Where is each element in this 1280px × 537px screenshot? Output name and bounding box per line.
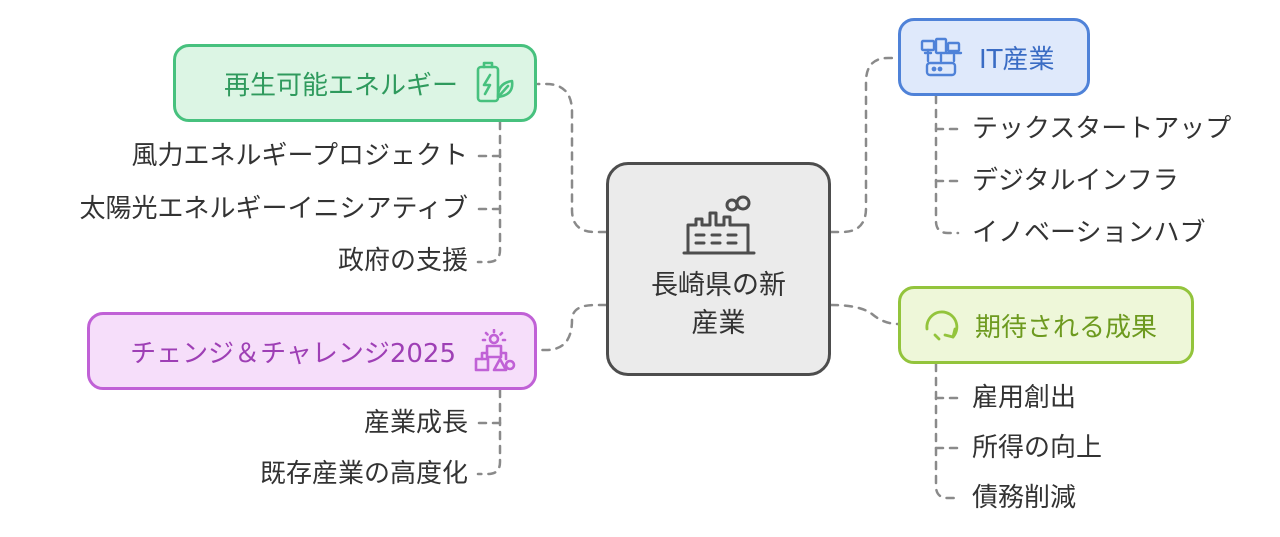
branch-label: 期待される成果 xyxy=(975,312,1158,343)
branch-change-and-challenge-2025[interactable]: チェンジ＆チャレンジ2025 xyxy=(87,312,537,390)
branch-expected-results[interactable]: 期待される成果 xyxy=(898,286,1194,364)
leaf-debt-reduction: 債務削減 xyxy=(972,483,1077,513)
leaf-wind-energy-project: 風力エネルギープロジェクト xyxy=(131,141,468,171)
leaf-advancement-of-existing-industries: 既存産業の高度化 xyxy=(259,459,468,489)
branch-label: 再生可能エネルギー xyxy=(223,70,458,101)
connector-it-leaves xyxy=(934,94,960,235)
eco-battery-icon xyxy=(476,61,514,103)
central-topic-line-1: 長崎県の新 xyxy=(651,270,786,301)
branch-it-industry[interactable]: IT産業 xyxy=(898,18,1090,96)
leaf-tech-startups: テックスタートアップ xyxy=(972,114,1232,144)
central-topic-line-2: 産業 xyxy=(691,308,746,339)
network-devices-icon xyxy=(920,37,963,77)
connector-energy-leaves xyxy=(476,120,502,264)
connector-change-leaves xyxy=(476,388,502,476)
connector-center-result xyxy=(829,303,900,326)
branch-label: IT産業 xyxy=(979,44,1055,75)
leaf-digital-infrastructure: デジタルインフラ xyxy=(972,166,1179,196)
circular-arrow-icon xyxy=(925,310,959,341)
branch-label: チェンジ＆チャレンジ2025 xyxy=(130,338,456,369)
factory-icon xyxy=(682,195,755,255)
idea-blocks-icon xyxy=(474,329,516,372)
central-topic-label: 長崎県の新 産業 xyxy=(651,267,786,343)
connector-center-energy xyxy=(536,82,608,234)
connector-result-leaves xyxy=(934,362,960,500)
connector-center-change xyxy=(536,303,608,352)
leaf-innovation-hub: イノベーションハブ xyxy=(972,218,1206,248)
branch-renewable-energy[interactable]: 再生可能エネルギー xyxy=(173,44,537,122)
central-topic-node[interactable]: 長崎県の新 産業 xyxy=(606,162,831,376)
leaf-industrial-growth: 産業成長 xyxy=(363,408,468,438)
connector-center-it xyxy=(829,56,900,234)
leaf-income-improvement: 所得の向上 xyxy=(972,433,1103,463)
leaf-job-creation: 雇用創出 xyxy=(972,383,1077,413)
leaf-government-support: 政府の支援 xyxy=(337,246,468,276)
leaf-solar-energy-initiative: 太陽光エネルギーイニシアティブ xyxy=(79,194,468,224)
